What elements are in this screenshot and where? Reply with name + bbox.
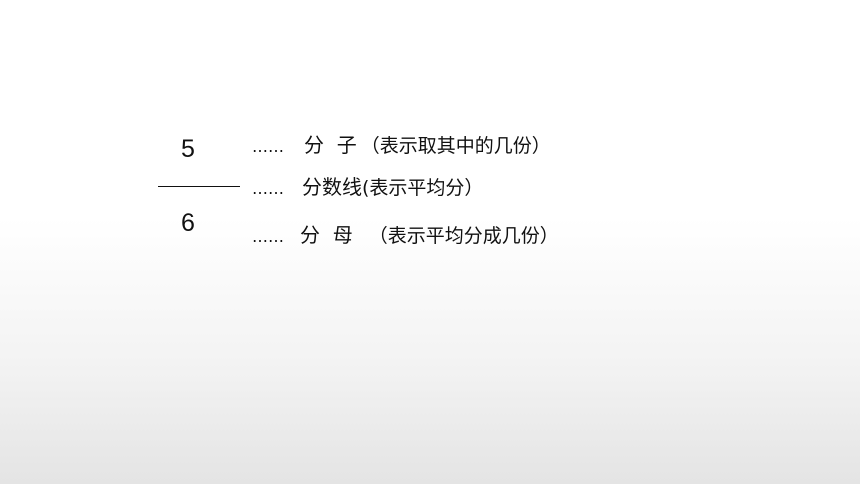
numerator-note: （表示取其中的几份） [360,135,551,157]
fraction-line-note: (表示平均分） [362,177,484,199]
denominator-term: 分 母 [300,223,353,247]
leader-dots: …… [252,137,284,156]
leader-dots: …… [252,179,284,198]
fraction-line-annotation: …… 分数线 (表示平均分） [252,177,483,198]
fraction-line-term: 分数线 [302,175,362,199]
fraction-numerator: 5 [181,135,195,163]
denominator-annotation: …… 分 母 （表示平均分成几份） [252,225,559,246]
fraction-bar [158,186,240,187]
numerator-term: 分 子 [304,133,357,157]
denominator-note: （表示平均分成几份） [362,225,559,247]
leader-dots: …… [252,227,284,246]
fraction-denominator: 6 [181,209,195,237]
numerator-annotation: …… 分 子 （表示取其中的几份） [252,135,551,156]
